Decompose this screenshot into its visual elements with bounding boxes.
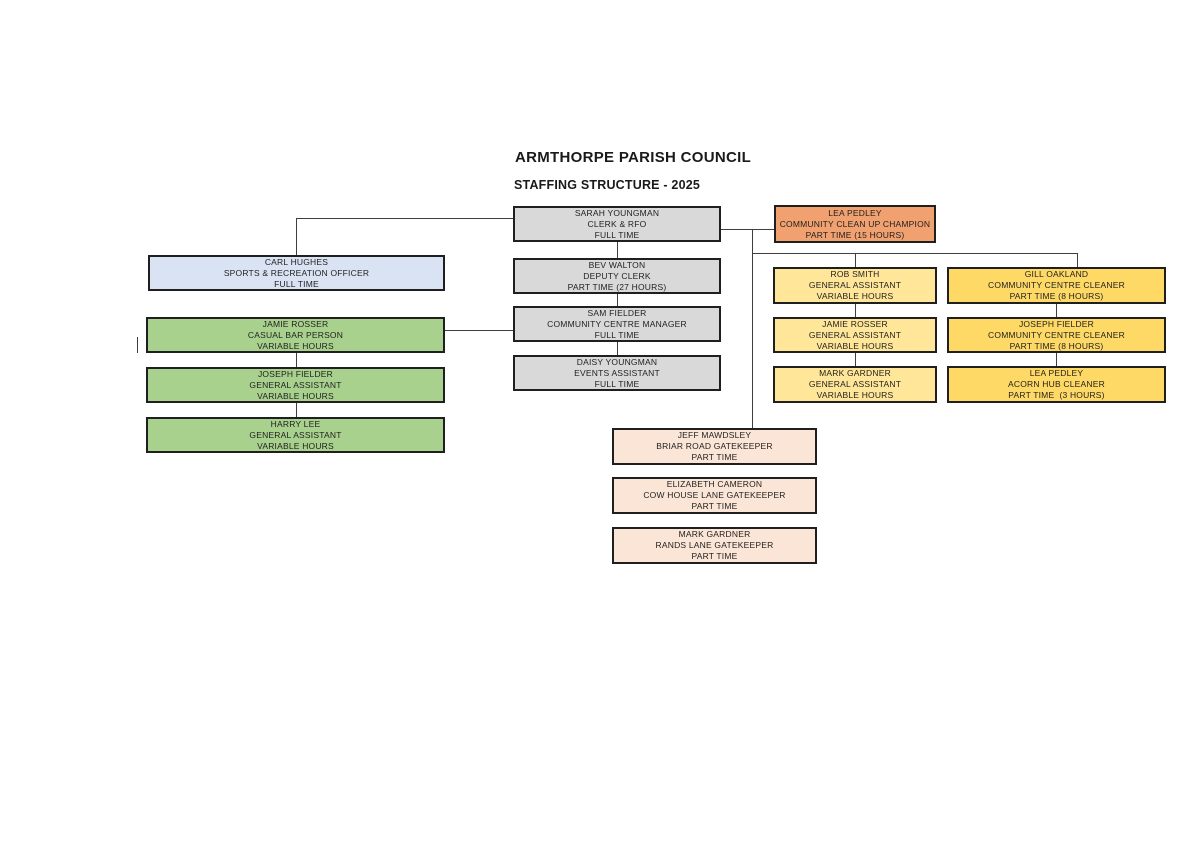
- staff-name: MARK GARDNER: [678, 529, 751, 539]
- staff-role: COMMUNITY CENTRE CLEANER: [988, 329, 1125, 340]
- connector-line: [617, 342, 618, 355]
- staff-hours: PART TIME: [691, 501, 738, 511]
- staff-name: ELIZABETH CAMERON: [666, 479, 763, 489]
- staff-name: JEFF MAWDSLEY: [677, 430, 752, 440]
- staff-hours: PART TIME (8 HOURS): [1009, 340, 1104, 351]
- connector-line: [617, 294, 618, 306]
- staff-hours: VARIABLE HOURS: [257, 340, 334, 351]
- connector-line: [445, 330, 513, 331]
- staff-name: LEA PEDLEY: [1029, 368, 1084, 378]
- staff-role: CLERK & RFO: [587, 218, 647, 229]
- connector-line: [752, 253, 1077, 254]
- staff-role: GENERAL ASSISTANT: [808, 280, 902, 290]
- staff-name: GILL OAKLAND: [1024, 269, 1089, 279]
- staff-hours: FULL TIME: [594, 378, 640, 389]
- staff-name: JOSEPH FIELDER: [257, 368, 334, 379]
- connector-line: [1077, 253, 1078, 267]
- staff-role: SPORTS & RECREATION OFFICER: [223, 267, 370, 278]
- connector-line: [752, 229, 753, 428]
- connector-line: [855, 304, 856, 317]
- staff-hours: VARIABLE HOURS: [816, 340, 894, 351]
- staff-role: EVENTS ASSISTANT: [574, 367, 660, 378]
- staff-role: CASUAL BAR PERSON: [247, 329, 344, 340]
- staff-role: COW HOUSE LANE GATEKEEPER: [643, 490, 786, 500]
- staff-hours: PART TIME: [691, 452, 738, 462]
- connector-line: [721, 229, 774, 230]
- staff-hours: FULL TIME: [274, 278, 319, 289]
- staff-name: LEA PEDLEY: [828, 207, 882, 218]
- staff-name: JAMIE ROSSER: [262, 318, 329, 329]
- staff-role: GENERAL ASSISTANT: [808, 329, 902, 340]
- staff-name: BEV WALTON: [588, 259, 646, 270]
- staff-role: BRIAR ROAD GATEKEEPER: [656, 441, 773, 451]
- connector-line: [296, 403, 297, 417]
- staff-role: RANDS LANE GATEKEEPER: [655, 540, 774, 550]
- staff-hours: VARIABLE HOURS: [816, 291, 894, 301]
- staff-role: DEPUTY CLERK: [583, 270, 651, 281]
- staff-hours: PART TIME: [691, 551, 738, 561]
- staff-role: COMMUNITY CLEAN UP CHAMPION: [779, 218, 931, 229]
- staff-name: ROB SMITH: [830, 269, 880, 279]
- connector-line: [1056, 304, 1057, 317]
- staff-hours: PART TIME (27 HOURS): [567, 281, 667, 292]
- staff-name: SAM FIELDER: [587, 307, 647, 318]
- staff-role: GENERAL ASSISTANT: [249, 379, 342, 390]
- connector-line: [296, 218, 513, 219]
- staff-role: COMMUNITY CENTRE CLEANER: [988, 280, 1125, 290]
- staff-role: COMMUNITY CENTRE MANAGER: [547, 318, 687, 329]
- staff-hours: PART TIME (15 HOURS): [805, 229, 905, 240]
- staff-role: ACORN HUB CLEANER: [1008, 379, 1105, 389]
- staff-name: DAISY YOUNGMAN: [576, 356, 658, 367]
- staff-hours: FULL TIME: [594, 329, 640, 340]
- connector-line: [296, 218, 297, 255]
- staff-hours: FULL TIME: [594, 229, 640, 240]
- staff-hours: VARIABLE HOURS: [816, 390, 894, 400]
- staff-name: JAMIE ROSSER: [822, 318, 888, 329]
- connector-line: [137, 337, 138, 353]
- staff-hours: PART TIME (3 HOURS): [1008, 390, 1105, 400]
- staff-name: HARRY LEE: [270, 418, 321, 429]
- connector-line: [855, 253, 856, 267]
- staff-hours: PART TIME (8 HOURS): [1009, 291, 1104, 301]
- staff-hours: VARIABLE HOURS: [257, 440, 334, 451]
- connector-line: [855, 353, 856, 366]
- chart-subtitle: STAFFING STRUCTURE - 2025: [514, 178, 701, 192]
- connector-line: [296, 353, 297, 367]
- connector-line: [617, 242, 618, 258]
- staff-name: CARL HUGHES: [264, 256, 329, 267]
- staff-name: MARK GARDNER: [819, 368, 891, 378]
- connector-line: [1056, 353, 1057, 366]
- staff-role: GENERAL ASSISTANT: [249, 429, 342, 440]
- staff-role: GENERAL ASSISTANT: [808, 379, 902, 389]
- staff-name: JOSEPH FIELDER: [1018, 318, 1095, 329]
- chart-title: ARMTHORPE PARISH COUNCIL: [515, 149, 752, 166]
- staff-name: SARAH YOUNGMAN: [574, 207, 660, 218]
- staff-hours: VARIABLE HOURS: [257, 390, 334, 401]
